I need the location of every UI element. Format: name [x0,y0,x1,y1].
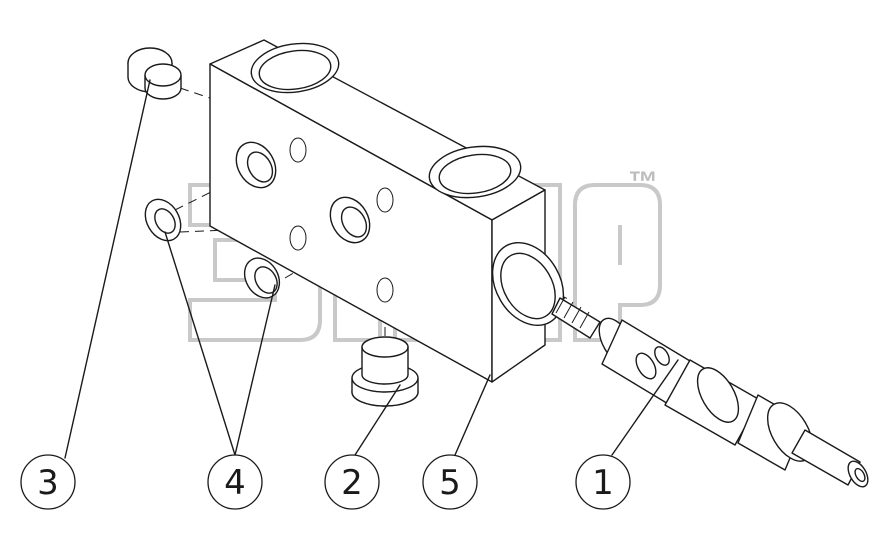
callout-5-label: 5 [439,463,461,503]
callout-1-label: 1 [592,463,614,503]
watermark-trademark: ™ [628,166,658,199]
bottom-plug-part [351,336,419,407]
callout-2-label: 2 [341,463,363,503]
callout-3: 3 [20,454,76,510]
callout-5: 5 [422,454,478,510]
callout-2: 2 [324,454,380,510]
leader-lines [64,79,679,459]
cartridge-valve-part [551,296,869,488]
callout-1: 1 [575,454,631,510]
callout-4: 4 [207,454,263,510]
valve-body-block [209,39,565,383]
seal-rings [144,198,182,242]
plug-part [127,47,182,100]
callout-3-label: 3 [37,463,59,503]
callout-4-label: 4 [224,463,246,503]
